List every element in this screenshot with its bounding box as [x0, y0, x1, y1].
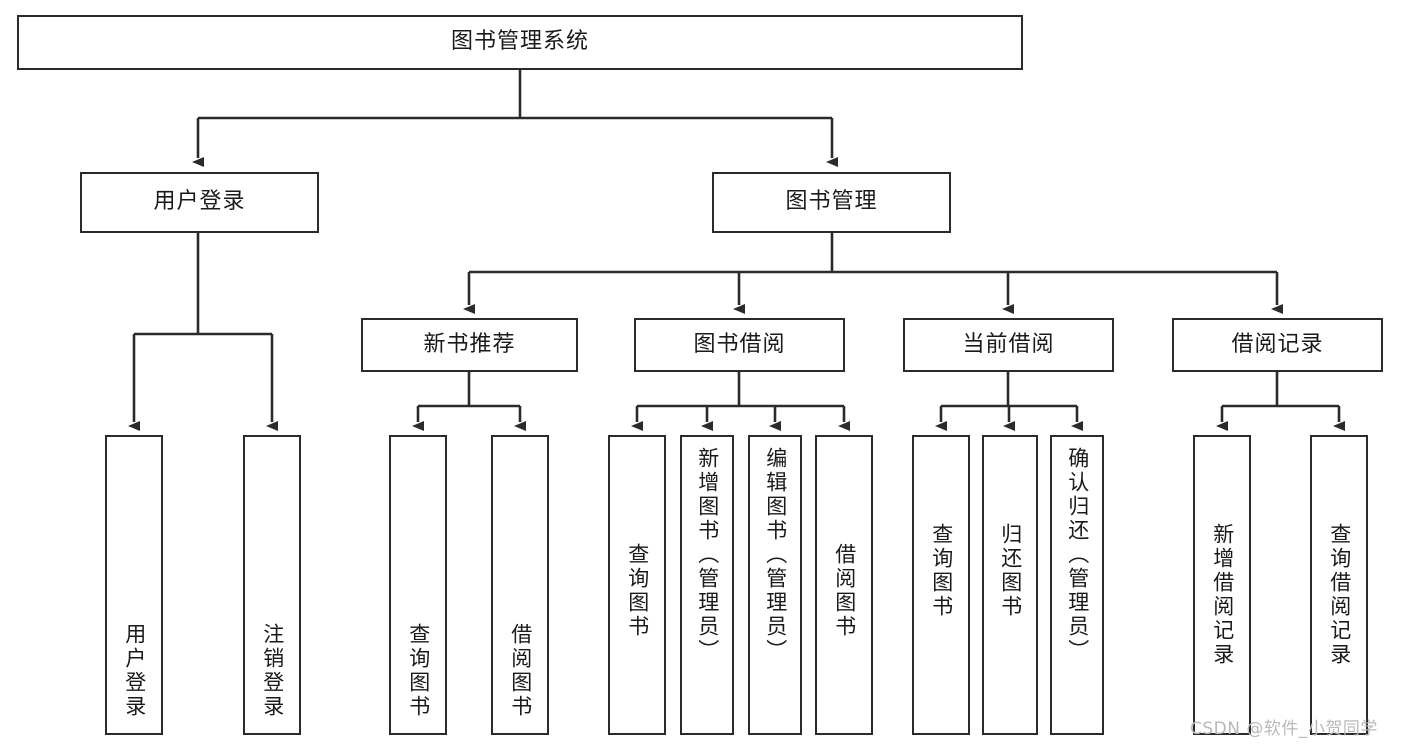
node-root[interactable]: 图书管理系统: [17, 15, 1023, 70]
leaf-add-book[interactable]: 新增图书（管理员）: [680, 435, 734, 735]
leaf-user-logout[interactable]: 注销登录: [243, 435, 301, 735]
leaf-add-book-label: 新增图书（管理员）: [695, 447, 720, 663]
leaf-confirm-return[interactable]: 确认归还（管理员）: [1050, 435, 1104, 735]
leaf-query-record[interactable]: 查询借阅记录: [1310, 435, 1368, 735]
leaf-confirm-return-label: 确认归还（管理员）: [1065, 447, 1090, 663]
leaf-user-logout-label: 注销登录: [260, 623, 285, 719]
leaf-query-record-label: 查询借阅记录: [1327, 523, 1352, 667]
leaf-borrow-book-2-label: 借阅图书: [832, 543, 857, 639]
node-current-borrow-label: 当前借阅: [962, 331, 1055, 357]
leaf-add-record[interactable]: 新增借阅记录: [1193, 435, 1251, 735]
node-user-login[interactable]: 用户登录: [80, 172, 319, 233]
leaf-borrow-book-1[interactable]: 借阅图书: [491, 435, 549, 735]
node-user-login-label: 用户登录: [153, 189, 246, 215]
leaf-query-book-1-label: 查询图书: [406, 623, 431, 719]
leaf-edit-book-label: 编辑图书（管理员）: [763, 447, 788, 663]
leaf-query-book-3[interactable]: 查询图书: [912, 435, 970, 735]
leaf-return-book[interactable]: 归还图书: [982, 435, 1038, 735]
node-book-borrow[interactable]: 图书借阅: [634, 318, 845, 372]
leaf-return-book-label: 归还图书: [998, 523, 1023, 619]
node-borrow-record-label: 借阅记录: [1231, 331, 1324, 357]
leaf-query-book-2[interactable]: 查询图书: [608, 435, 666, 735]
leaf-user-login[interactable]: 用户登录: [105, 435, 163, 735]
node-current-borrow[interactable]: 当前借阅: [903, 318, 1114, 372]
node-book-borrow-label: 图书借阅: [693, 331, 786, 357]
leaf-query-book-1[interactable]: 查询图书: [389, 435, 447, 735]
node-root-label: 图书管理系统: [450, 29, 589, 55]
leaf-query-book-3-label: 查询图书: [929, 523, 954, 619]
node-book-manage[interactable]: 图书管理: [712, 172, 951, 233]
node-book-manage-label: 图书管理: [785, 189, 878, 215]
leaf-user-login-label: 用户登录: [122, 623, 147, 719]
leaf-borrow-book-2[interactable]: 借阅图书: [815, 435, 873, 735]
leaf-add-record-label: 新增借阅记录: [1210, 523, 1235, 667]
node-new-book-rec-label: 新书推荐: [423, 331, 516, 357]
node-borrow-record[interactable]: 借阅记录: [1172, 318, 1383, 372]
leaf-borrow-book-1-label: 借阅图书: [508, 623, 533, 719]
node-new-book-rec[interactable]: 新书推荐: [361, 318, 578, 372]
leaf-query-book-2-label: 查询图书: [625, 543, 650, 639]
leaf-edit-book[interactable]: 编辑图书（管理员）: [748, 435, 802, 735]
